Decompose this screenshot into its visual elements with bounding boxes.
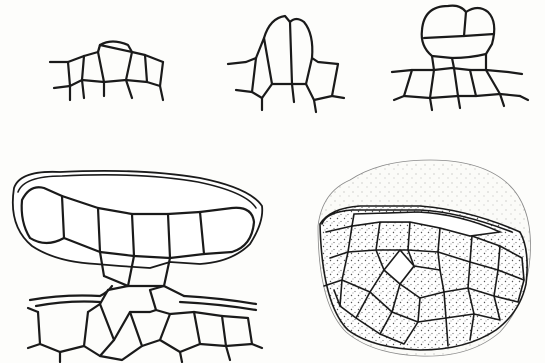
figure-stage-1 <box>50 42 163 101</box>
figure-stage-4 <box>13 171 262 362</box>
figure-stage-2 <box>228 16 344 112</box>
figure-stage-3 <box>392 6 528 110</box>
figure-stage-5 <box>318 160 531 356</box>
